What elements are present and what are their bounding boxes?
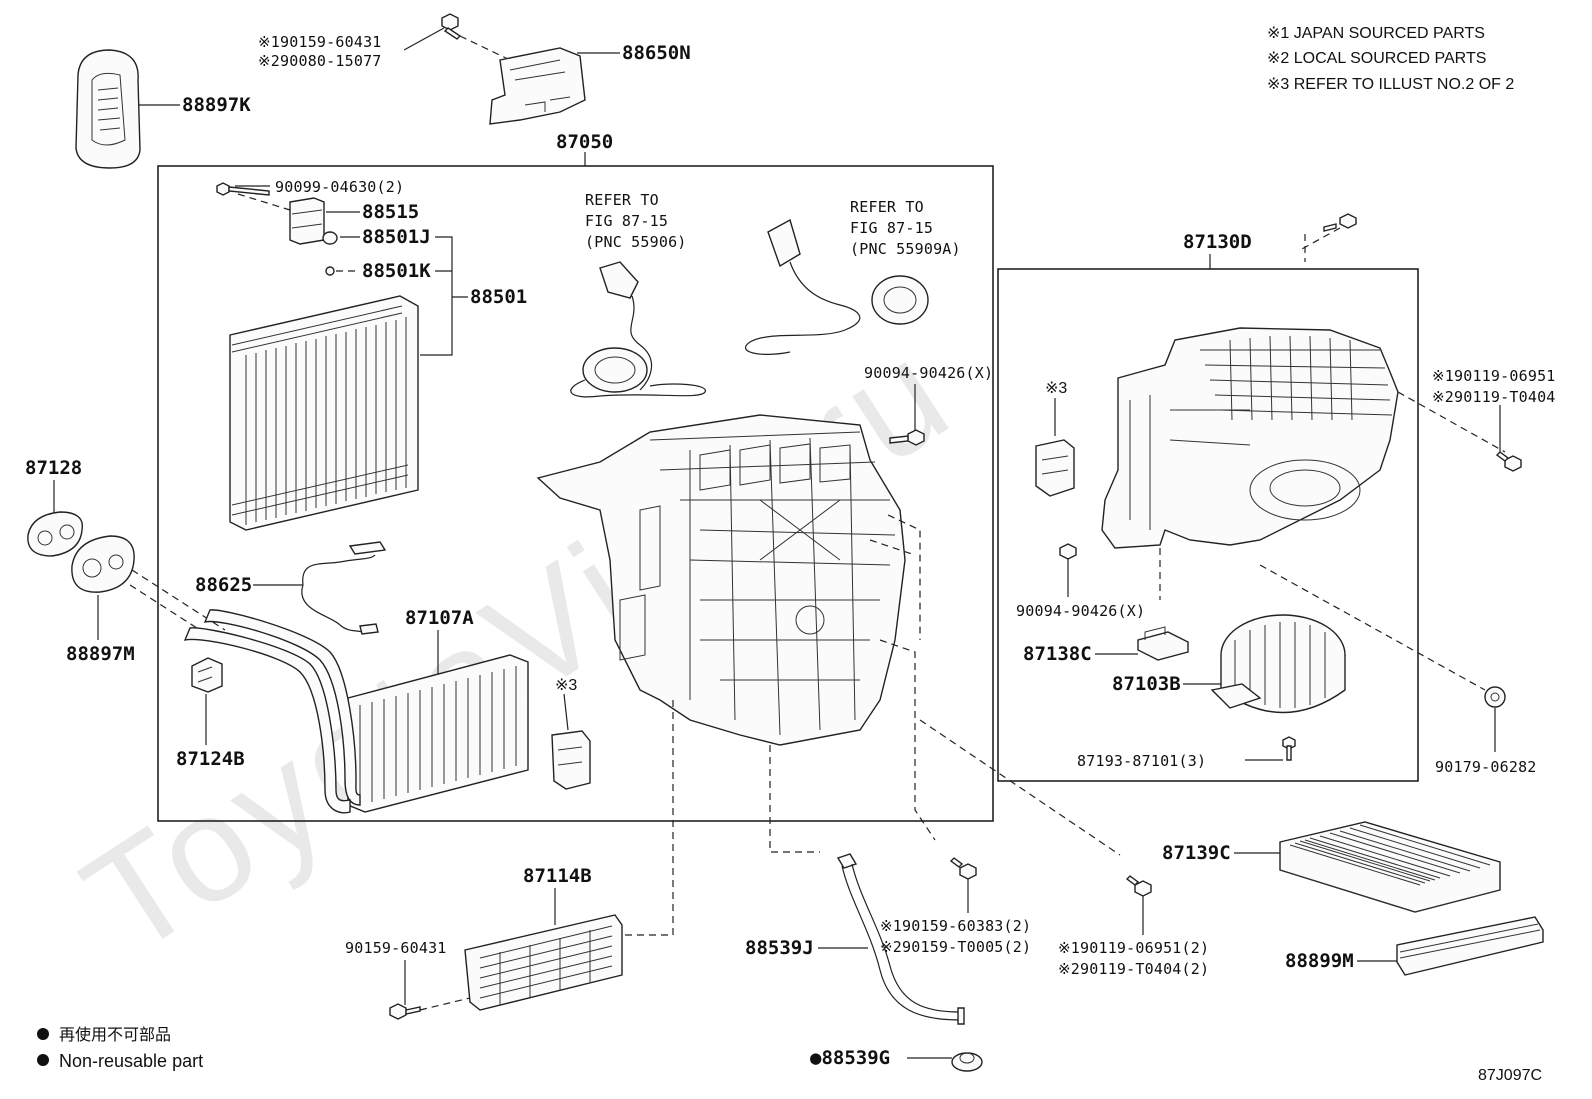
cover-plate-icon: [71, 535, 135, 593]
bolt-icon: [216, 182, 270, 196]
bolt-a-icon: [889, 429, 925, 446]
label-90159-60431-bottom: 90159-60431: [345, 939, 447, 957]
refer-right-line2: FIG 87-15: [850, 219, 933, 237]
label-88539J: 88539J: [745, 937, 814, 959]
note-japan-sourced: ※1 JAPAN SOURCED PARTS: [1267, 25, 1485, 42]
legend-en: Non-reusable part: [59, 1051, 203, 1071]
grille-part-icon: [75, 49, 141, 169]
label-90119-T0404-a: ※290119-T0404: [1432, 388, 1556, 406]
label-88501: 88501: [470, 286, 527, 308]
grommet-bottom-icon: [951, 1052, 983, 1072]
label-87107A: 87107A: [405, 607, 474, 629]
label-90159-60431-top: ※190159-60431: [258, 33, 382, 51]
clip-icon: [191, 657, 223, 693]
label-90159-60383: ※190159-60383(2): [880, 917, 1031, 935]
refer-right-line1: REFER TO: [850, 198, 924, 216]
blower-motor-icon: [1210, 614, 1346, 714]
resistor-icon: [1137, 626, 1189, 661]
label-90094-90426-b: 90094-90426(X): [1016, 602, 1145, 620]
label-88899M: 88899M: [1285, 950, 1354, 972]
label-90159-T0005: ※290159-T0005(2): [880, 938, 1031, 956]
legend-bullet-jp: [37, 1028, 49, 1040]
label-87114B: 87114B: [523, 865, 592, 887]
label-90119-06951-b: ※190119-06951(2): [1058, 939, 1209, 957]
assembly-frame-87050: [157, 165, 994, 822]
clip-nut-icon: [1484, 686, 1506, 708]
screw-right-icon: [1495, 451, 1522, 472]
screw-bottom-left-icon: [389, 1003, 421, 1020]
refer-right-line3: (PNC 55909A): [850, 240, 961, 258]
screw-bottom-right-icon: [1125, 875, 1152, 897]
refer-left-line3: (PNC 55906): [585, 233, 687, 251]
label-90099-04630: 90099-04630(2): [275, 178, 404, 196]
note3-right: ※3: [1045, 380, 1067, 397]
o-ring-icon: [322, 231, 338, 245]
expansion-valve-icon: [289, 197, 325, 245]
refer-left-line1: REFER TO: [585, 191, 659, 209]
blower-case-icon: [1101, 327, 1399, 549]
label-88539G: ●88539G: [810, 1047, 890, 1069]
illustration-code: 87J097C: [1478, 1067, 1542, 1084]
legend-jp: 再使用不可部品: [59, 1025, 171, 1044]
label-90094-90426-a: 90094-90426(X): [864, 364, 993, 382]
label-87103B: 87103B: [1112, 673, 1181, 695]
label-87130D: 87130D: [1183, 231, 1252, 253]
actuator-right-icon: [1035, 439, 1075, 497]
wire-harness-right-icon: [744, 218, 929, 355]
label-87050: 87050: [556, 131, 613, 153]
evaporator-icon: [229, 295, 419, 531]
label-88501K: 88501K: [362, 260, 431, 282]
label-87139C: 87139C: [1162, 842, 1231, 864]
assembly-frame-87130D: [997, 268, 1419, 782]
label-88897K: 88897K: [182, 94, 251, 116]
wire-harness-left-icon: [570, 261, 706, 398]
filter-cover-icon: [1396, 916, 1544, 976]
note-local-sourced: ※2 LOCAL SOURCED PARTS: [1267, 50, 1486, 67]
screw-icon: [441, 13, 462, 40]
bolt-b-icon: [1059, 543, 1077, 560]
note3-center: ※3: [555, 677, 577, 694]
screw-87193-icon: [1282, 736, 1296, 761]
screw-bottom-center-icon: [949, 857, 977, 880]
note-refer-illust: ※3 REFER TO ILLUST NO.2 OF 2: [1267, 76, 1514, 93]
label-87124B: 87124B: [176, 748, 245, 770]
label-88650N: 88650N: [622, 42, 691, 64]
label-87138C: 87138C: [1023, 643, 1092, 665]
grommet-icon: [27, 511, 84, 557]
label-90080-15077: ※290080-15077: [258, 52, 382, 70]
refer-left-line2: FIG 87-15: [585, 212, 668, 230]
actuator-center-icon: [551, 730, 591, 790]
drain-hose-icon: [836, 853, 965, 1025]
label-87193-87101: 87193-87101(3): [1077, 752, 1206, 770]
legend-bullet-en: [37, 1054, 49, 1066]
o-ring-small-icon: [325, 266, 335, 276]
temp-sensor-icon: [301, 541, 387, 635]
heater-core-icon: [183, 609, 529, 814]
screw-top-right-icon: [1323, 213, 1357, 232]
label-88501J: 88501J: [362, 226, 431, 248]
bracket-part-icon: [489, 47, 586, 125]
label-90119-06951-a: ※190119-06951: [1432, 367, 1556, 385]
cabin-filter-icon: [1279, 821, 1501, 913]
label-87128: 87128: [25, 457, 82, 479]
damper-icon: [464, 914, 623, 1011]
label-88625: 88625: [195, 574, 252, 596]
heater-case-icon: [536, 414, 906, 746]
label-88515: 88515: [362, 201, 419, 223]
label-90179-06282: 90179-06282: [1435, 758, 1537, 776]
label-90119-T0404-b: ※290119-T0404(2): [1058, 960, 1209, 978]
label-88897M: 88897M: [66, 643, 135, 665]
